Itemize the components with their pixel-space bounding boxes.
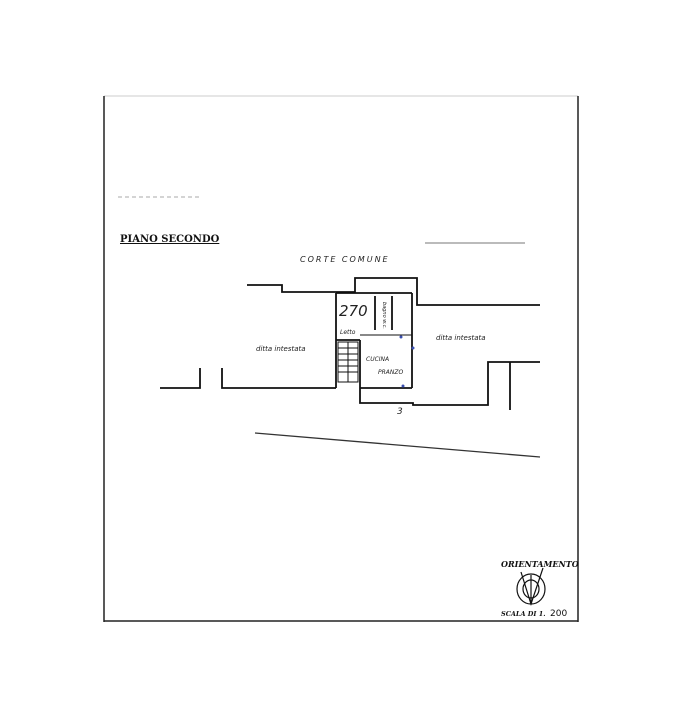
scale-label: SCALA DI 1. [501, 610, 546, 618]
mark-below: 3 [397, 407, 403, 417]
scale-value: 200 [550, 609, 567, 619]
stairs [337, 341, 359, 383]
orientation-label: ORIENTAMENTO [501, 559, 579, 569]
north-arrow-icon [516, 567, 546, 606]
court-label: CORTE COMUNE [300, 255, 390, 264]
left-neighbor-label: ditta intestata [256, 345, 306, 353]
unit-number: 270 [339, 302, 368, 320]
plan-title: PIANO SECONDO [120, 234, 220, 245]
building-outline [160, 277, 540, 410]
accent-marks [399, 335, 415, 388]
dining-label: PRANZO [378, 369, 403, 376]
kitchen-label: CUCINA [366, 356, 389, 363]
sheet-frame [103, 95, 579, 622]
right-neighbor-label: ditta intestata [436, 334, 486, 342]
site-lines [118, 196, 541, 458]
bedroom-label: Letto [340, 329, 356, 336]
bath-label: bagno w.c. [381, 302, 387, 329]
